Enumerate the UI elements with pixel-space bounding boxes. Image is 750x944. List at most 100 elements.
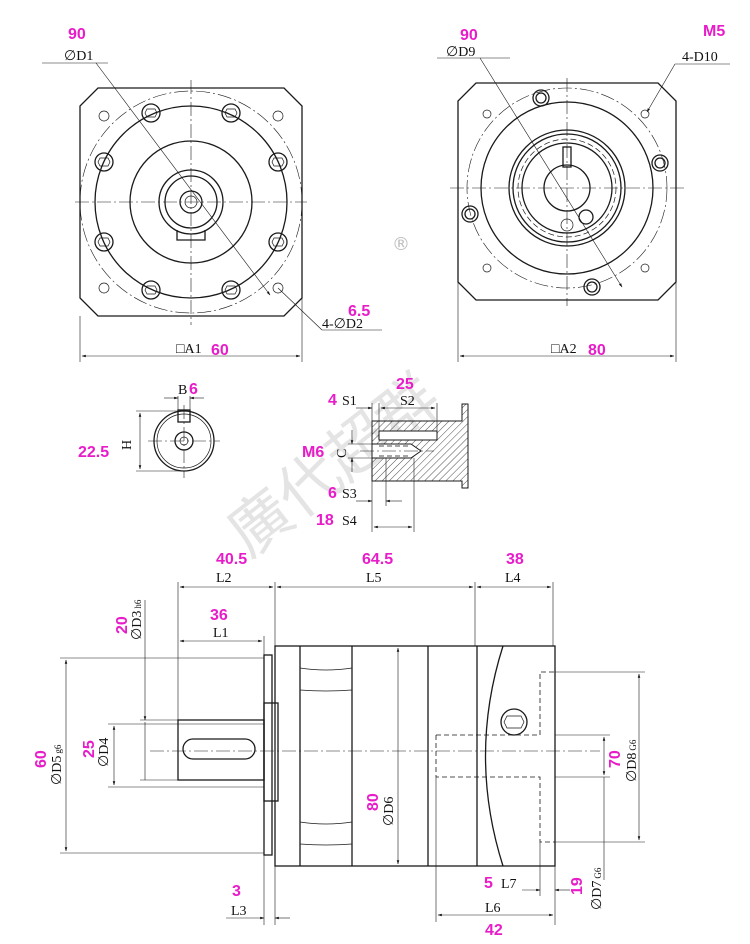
b-label: B [178, 383, 187, 398]
s4-value: 18 [316, 512, 334, 529]
h-value: 22.5 [78, 444, 109, 461]
hidden-bore-bottom [435, 735, 555, 843]
output-curve [484, 645, 504, 867]
shaft-keyway [182, 738, 256, 760]
bolt-bore [378, 430, 438, 441]
tapped-hole-detail: S1 4 S2 25 C M6 S3 6 S4 18 [302, 376, 469, 532]
s2-label: S2 [400, 394, 415, 409]
d8-label: D8 [625, 753, 640, 770]
d7-value: 19 [569, 877, 586, 895]
d2-value: 6.5 [348, 303, 370, 320]
tapped-holes [482, 109, 650, 273]
d1-value: 90 [68, 26, 86, 43]
tapped-hole [371, 443, 422, 459]
svg-text:∅D8G6: ∅D8 G6 [625, 739, 640, 782]
s2-value: 25 [396, 376, 414, 393]
side-bolt [500, 708, 528, 736]
l5-label: L5 [366, 571, 382, 586]
a1-value: 60 [211, 342, 229, 359]
svg-text:∅D4: ∅D4 [97, 738, 112, 767]
d4-label: D4 [97, 738, 112, 755]
l5-value: 64.5 [362, 551, 393, 568]
d5-tol: g6 [53, 744, 63, 754]
d3-label: D3 [130, 611, 145, 628]
s4-label: S4 [342, 514, 357, 529]
d8-prefix: ∅ [625, 770, 640, 782]
d4-value: 25 [81, 740, 98, 758]
d6-label: D6 [382, 797, 397, 814]
a1-label: A1 [184, 342, 201, 357]
d4-prefix: ∅ [97, 755, 112, 767]
d8-tol: G6 [628, 739, 638, 750]
h-label: H [120, 440, 135, 450]
input-flange-view: ∅D1 90 4-∅D2 6.5 □A1 60 [42, 26, 382, 362]
square-flange-outline-2 [457, 82, 677, 301]
pin-hole [578, 209, 594, 225]
d9-leader [479, 57, 623, 288]
c-label: C [335, 449, 350, 458]
l2-label: L2 [216, 571, 232, 586]
svg-text:4-∅D2: 4-∅D2 [322, 317, 363, 332]
d3-tol: h6 [133, 599, 143, 609]
output-flange-view: ∅D9 90 4-D10 M5 □A2 80 [437, 23, 730, 362]
l6-value: 42 [485, 922, 503, 939]
l3-label: L3 [231, 904, 247, 919]
b-value: 6 [189, 381, 198, 398]
d2-prefix: 4-∅ [322, 317, 346, 332]
l3-value: 3 [232, 883, 241, 900]
d2-label: D2 [346, 317, 363, 332]
d7-prefix: ∅ [590, 898, 605, 910]
d1-leader [95, 62, 271, 296]
d7-label: D7 [590, 881, 605, 898]
d8-value: 70 [607, 750, 624, 768]
l6-label: L6 [485, 901, 501, 916]
l1-label: L1 [213, 626, 229, 641]
s1-value: 4 [328, 392, 337, 409]
d7-tol: G6 [593, 867, 603, 878]
mounting-holes [461, 89, 669, 296]
d1-prefix: ∅ [64, 49, 76, 64]
svg-text:□A1: □A1 [176, 342, 202, 357]
l4-label: L4 [505, 571, 521, 586]
l1-value: 36 [210, 607, 228, 624]
d10-label: 4-D10 [682, 50, 718, 65]
s3-label: S3 [342, 487, 357, 502]
s3-value: 6 [328, 485, 337, 502]
input-shaft [177, 719, 265, 781]
c-value: M6 [302, 444, 324, 461]
svg-text:∅D5g6: ∅D5g6 [50, 744, 65, 785]
s1-label: S1 [342, 394, 357, 409]
hatched-section [371, 403, 469, 489]
socket-screws [94, 103, 288, 300]
d3-prefix: ∅ [130, 628, 145, 640]
d9-value: 90 [460, 27, 478, 44]
svg-text:∅D6: ∅D6 [382, 797, 397, 826]
gearbox-body [274, 645, 556, 867]
d10-leader [646, 63, 676, 113]
l4-value: 38 [506, 551, 524, 568]
shaft-key-detail: B 6 H 22.5 [78, 381, 220, 478]
spigot-step [263, 702, 279, 802]
d9-label: D9 [458, 45, 475, 60]
d9-prefix: ∅ [446, 45, 458, 60]
registered-mark: ® [392, 234, 410, 255]
d5-label: D5 [50, 756, 65, 773]
d6-prefix: ∅ [382, 814, 397, 826]
svg-text:□A2: □A2 [551, 342, 577, 357]
pilot-spigot [263, 654, 273, 856]
side-view: L2 40.5 L5 64.5 L4 38 L1 36 ∅D3h6 20 ∅D5… [33, 551, 645, 939]
svg-text:∅D7G6: ∅D7 G6 [590, 867, 605, 910]
d6-value: 80 [365, 793, 382, 811]
d3-value: 20 [114, 616, 131, 634]
svg-text:∅D3h6: ∅D3 h6 [130, 599, 145, 640]
l7-value: 5 [484, 875, 493, 892]
a2-value: 80 [588, 342, 606, 359]
d1-label: D1 [76, 49, 93, 64]
svg-text:∅D9: ∅D9 [446, 45, 475, 60]
d10-value: M5 [703, 23, 725, 40]
square-flange-outline [79, 87, 303, 317]
a2-label: A2 [559, 342, 576, 357]
a2-prefix: □ [551, 342, 560, 357]
hidden-bore-top [436, 671, 555, 736]
